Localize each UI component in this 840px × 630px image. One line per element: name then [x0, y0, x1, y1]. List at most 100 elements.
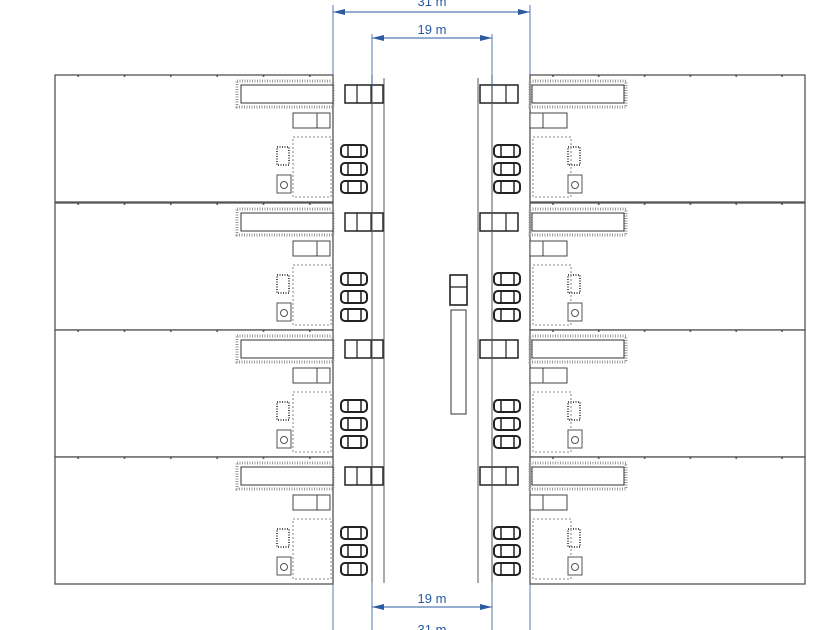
- dimension-label-outer-top: 31 m: [418, 0, 447, 9]
- van-icon: [292, 112, 331, 129]
- column-mark: [308, 330, 311, 332]
- van-icon: [292, 240, 331, 257]
- truck-cab-icon: [479, 339, 519, 359]
- trailer: [240, 212, 334, 232]
- van-icon: [529, 367, 568, 384]
- stairs-icon: [276, 274, 290, 294]
- column-mark: [781, 75, 784, 77]
- column-mark: [77, 330, 80, 332]
- warehouse-unit-left: [54, 456, 384, 585]
- column-mark: [308, 203, 311, 205]
- trailer: [531, 212, 625, 232]
- column-mark: [308, 457, 311, 459]
- column-mark: [643, 330, 646, 332]
- column-mark: [551, 330, 554, 332]
- car-icon: [340, 162, 368, 176]
- car-icon: [493, 399, 521, 413]
- column-mark: [735, 330, 738, 332]
- wc-fixture-icon: [571, 181, 579, 189]
- warehouse-units: [54, 74, 806, 585]
- column-mark: [643, 75, 646, 77]
- trailer: [240, 466, 334, 486]
- column-mark: [597, 457, 600, 459]
- stairs-icon: [567, 401, 581, 421]
- car-icon: [493, 308, 521, 322]
- warehouse-unit-right: [479, 202, 806, 331]
- column-mark: [77, 75, 80, 77]
- truck-cab-icon: [344, 212, 384, 232]
- loading-dock-hatch: [528, 207, 628, 237]
- truck-cab-icon: [479, 212, 519, 232]
- loading-dock-hatch: [235, 207, 335, 237]
- column-mark: [216, 330, 219, 332]
- wc-fixture-icon: [280, 436, 288, 444]
- trailer: [450, 309, 467, 415]
- office-area: [292, 136, 332, 198]
- column-mark: [169, 75, 172, 77]
- wc-fixture-icon: [280, 309, 288, 317]
- trailer: [240, 84, 334, 104]
- dimension-outer-top: 31 m: [332, 0, 531, 75]
- column-mark: [216, 203, 219, 205]
- column-mark: [308, 75, 311, 77]
- loading-dock-hatch: [528, 461, 628, 491]
- car-icon: [340, 417, 368, 431]
- column-mark: [77, 203, 80, 205]
- loading-dock-hatch: [235, 79, 335, 109]
- car-icon: [340, 144, 368, 158]
- car-icon: [493, 526, 521, 540]
- column-mark: [551, 457, 554, 459]
- car-icon: [340, 290, 368, 304]
- column-mark: [169, 330, 172, 332]
- car-icon: [493, 417, 521, 431]
- stairs-icon: [567, 146, 581, 166]
- office-area: [532, 264, 572, 326]
- column-mark: [123, 203, 126, 205]
- wc-icon: [276, 302, 292, 322]
- column-mark: [123, 75, 126, 77]
- column-mark: [551, 203, 554, 205]
- column-mark: [597, 330, 600, 332]
- column-mark: [735, 75, 738, 77]
- car-icon: [493, 144, 521, 158]
- wc-fixture-icon: [571, 436, 579, 444]
- car-icon: [493, 544, 521, 558]
- dimension-label-inner-top: 19 m: [418, 22, 447, 37]
- stairs-icon: [276, 401, 290, 421]
- column-mark: [735, 203, 738, 205]
- central-street: [371, 75, 493, 583]
- column-mark: [781, 457, 784, 459]
- office-area: [532, 136, 572, 198]
- car-icon: [493, 180, 521, 194]
- column-mark: [216, 457, 219, 459]
- wc-icon: [567, 174, 583, 194]
- column-mark: [123, 330, 126, 332]
- truck-cab-icon: [344, 84, 384, 104]
- loading-dock-hatch: [528, 79, 628, 109]
- van-icon: [529, 494, 568, 511]
- van-icon: [529, 112, 568, 129]
- car-icon: [340, 308, 368, 322]
- trailer: [531, 339, 625, 359]
- column-mark: [689, 203, 692, 205]
- trailer: [240, 339, 334, 359]
- column-mark: [689, 330, 692, 332]
- truck-cab-icon: [479, 84, 519, 104]
- central-truck: [449, 274, 468, 415]
- car-icon: [493, 562, 521, 576]
- column-mark: [781, 330, 784, 332]
- van-icon: [292, 494, 331, 511]
- stairs-icon: [276, 146, 290, 166]
- wc-fixture-icon: [280, 181, 288, 189]
- column-mark: [123, 457, 126, 459]
- office-area: [292, 518, 332, 580]
- truck-cab-icon: [449, 274, 468, 306]
- wc-fixture-icon: [280, 563, 288, 571]
- column-mark: [216, 75, 219, 77]
- column-mark: [643, 457, 646, 459]
- stairs-icon: [276, 528, 290, 548]
- column-mark: [262, 330, 265, 332]
- column-mark: [597, 75, 600, 77]
- wc-icon: [276, 429, 292, 449]
- column-mark: [551, 75, 554, 77]
